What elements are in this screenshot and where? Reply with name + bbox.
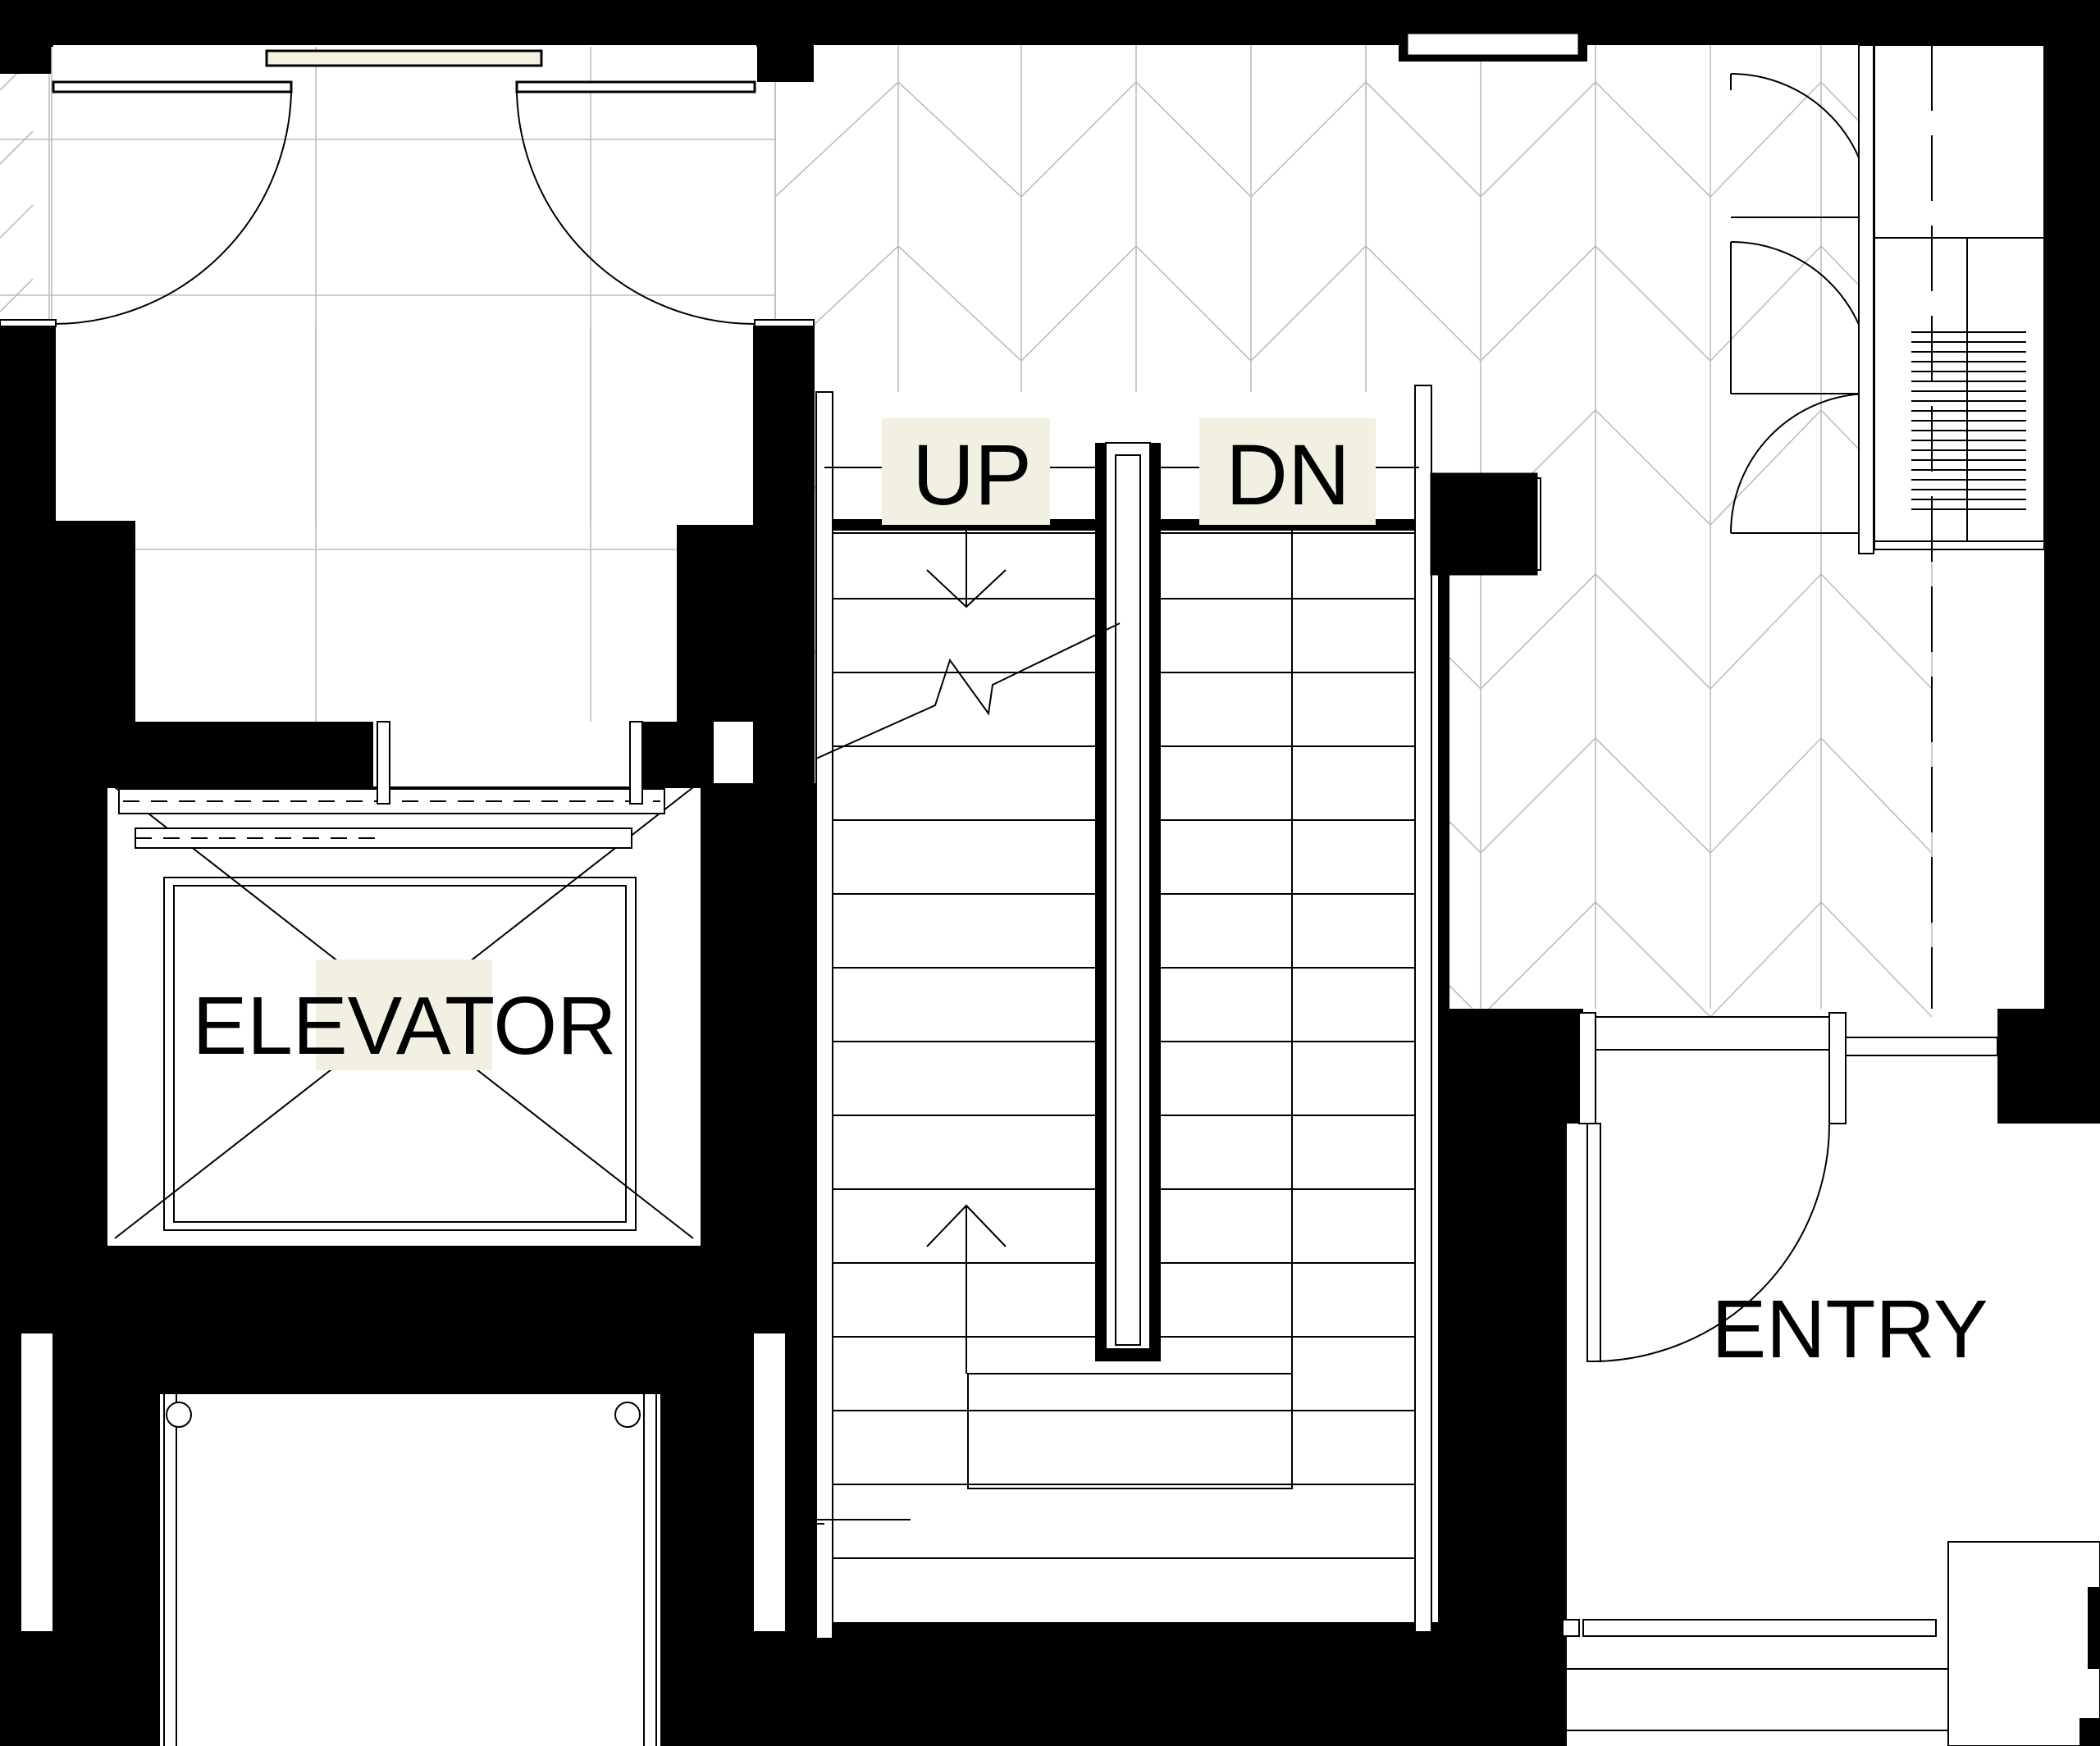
herringbone-chevron xyxy=(897,81,1022,198)
herringbone-chevron xyxy=(1595,245,1711,362)
herringbone-chevron xyxy=(1710,409,1822,526)
herringbone-chevron xyxy=(1820,737,1933,854)
entry-label: ENTRY xyxy=(1711,1283,1988,1375)
herringbone-chevron xyxy=(1020,81,1137,198)
herringbone-chevron xyxy=(1135,245,1252,362)
herringbone-chevron xyxy=(1595,573,1711,690)
top-window xyxy=(265,31,1581,67)
herringbone-chevron xyxy=(1250,81,1367,198)
herringbone-chevron xyxy=(1710,573,1822,690)
right-storage xyxy=(1730,44,2045,1009)
herringbone-chevron xyxy=(1820,901,1933,1018)
column xyxy=(1430,472,1541,576)
herringbone-chevron xyxy=(1595,901,1711,1018)
vestibule-grid-overlay xyxy=(51,47,757,722)
up-label-background xyxy=(882,418,1050,525)
elevator-label-text: ELEVATOR xyxy=(193,980,617,1072)
herringbone-chevron xyxy=(1365,81,1481,198)
stair xyxy=(808,385,1449,1639)
herringbone-chevron xyxy=(1595,81,1711,198)
down-label-text: DN xyxy=(1226,427,1350,523)
down-label: DN xyxy=(1199,418,1376,525)
vestibule-double-door xyxy=(0,80,815,327)
herringbone-chevron xyxy=(774,81,899,198)
herringbone-chevron xyxy=(1480,245,1596,362)
up-label: UP xyxy=(882,418,1050,525)
elevator-label-background xyxy=(316,960,492,1070)
herringbone-chevron xyxy=(1710,737,1822,854)
entry-area xyxy=(890,1012,2100,1746)
herringbone-chevron xyxy=(1595,409,1711,526)
herringbone-chevron xyxy=(1135,81,1252,198)
up-label-text: UP xyxy=(912,427,1032,523)
herringbone-chevron xyxy=(1820,573,1933,690)
herringbone-chevron xyxy=(1480,573,1596,690)
herringbone-chevron xyxy=(1595,737,1711,854)
herringbone-chevron xyxy=(897,245,1022,362)
herringbone-chevron xyxy=(1710,245,1822,362)
entry-label-text: ENTRY xyxy=(1711,1283,1988,1375)
wall-openings xyxy=(20,47,787,1633)
herringbone-chevron xyxy=(1710,901,1822,1018)
elevator-label: ELEVATOR xyxy=(193,960,617,1072)
herringbone-chevron xyxy=(1020,245,1137,362)
herringbone-chevron xyxy=(1480,81,1596,198)
herringbone-chevron xyxy=(1710,81,1822,198)
herringbone-chevron xyxy=(1480,901,1596,1018)
lower-corridor xyxy=(160,1394,660,1746)
herringbone-chevron xyxy=(1480,737,1596,854)
herringbone-chevron xyxy=(1250,245,1367,362)
down-label-background xyxy=(1199,418,1376,525)
herringbone-chevron xyxy=(1365,245,1481,362)
